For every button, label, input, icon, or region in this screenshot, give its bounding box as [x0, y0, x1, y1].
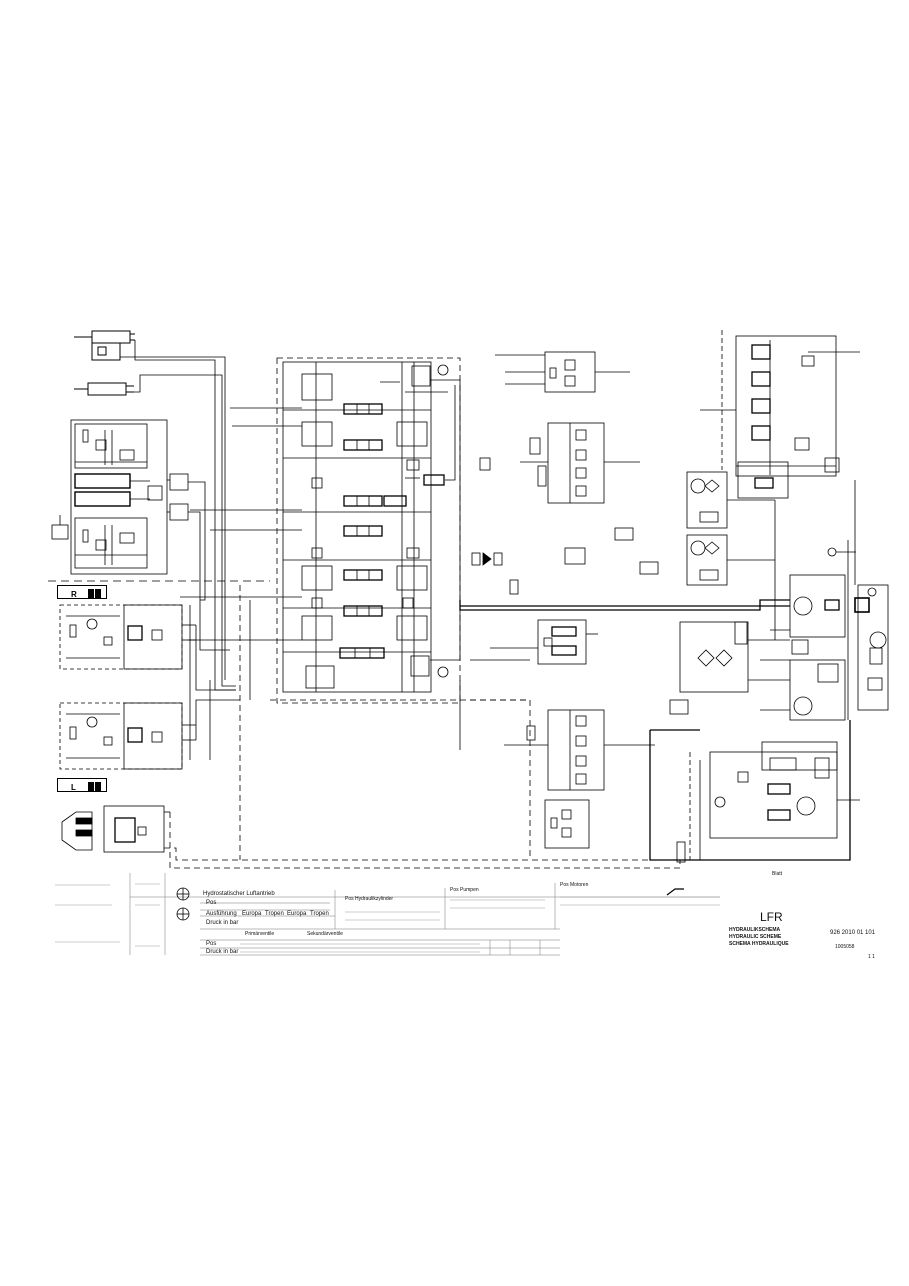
variant-4: Tropen	[310, 911, 329, 917]
cylinder-label: Pos Hydraulikzylinder	[345, 896, 394, 902]
table-druck-label: Druck in bar	[206, 949, 239, 955]
company-name: LFR	[760, 910, 783, 924]
right-unit-marker	[95, 589, 101, 598]
central-valve-spools	[354, 404, 371, 658]
middle-motor-valve-group	[479, 422, 640, 504]
left-unit-label: L	[71, 783, 76, 792]
upper-hydraulic-cylinders	[74, 330, 135, 396]
drive-title: Hydrostatischer Luftantrieb	[203, 891, 275, 897]
right-filter-units	[686, 471, 776, 640]
isolated-components	[471, 527, 659, 595]
right-unit-marker	[88, 589, 94, 598]
right-unit-tag: R	[57, 585, 107, 599]
secondary-valves-label: Sekundärventile	[307, 931, 343, 937]
sheet-count: 1 1	[868, 954, 875, 960]
scale-note: Blatt	[772, 871, 783, 877]
pumps-label: Pos Pumpen	[450, 887, 479, 893]
filter-valve-group	[490, 619, 598, 665]
sheet-reference: 1005058	[835, 944, 855, 950]
variant-1: Europa	[242, 911, 262, 917]
doc-title-de: HYDRAULIKSCHEMA	[729, 927, 781, 933]
main-pressure-lines	[459, 599, 851, 861]
left-drive-unit	[59, 702, 196, 770]
left-valve-manifold	[51, 419, 230, 651]
lower-right-pump-unit	[676, 741, 860, 863]
drawing-number: 926 2010 01 101	[830, 930, 876, 936]
central-feed-lines	[180, 381, 420, 641]
doc-title-fr: SCHEMA HYDRAULIQUE	[729, 941, 789, 947]
left-interconnect-lines	[189, 585, 251, 860]
primary-valves-label: Primärventile	[245, 931, 275, 937]
top-right-valve-bank	[700, 330, 860, 499]
doc-title-en: HYDRAULIC SCHEME	[729, 934, 782, 940]
cylinder-feed-lines	[120, 340, 236, 691]
top-middle-valve-group	[495, 351, 630, 393]
druck-label: Druck in bar	[206, 920, 239, 926]
variant-3: Europa	[287, 911, 307, 917]
left-unit-marker	[95, 782, 101, 791]
right-drive-unit	[59, 604, 196, 670]
central-valve-block	[276, 357, 461, 704]
title-block-symbols	[176, 887, 684, 921]
pos-label: Pos	[206, 900, 217, 906]
main-filter-block	[669, 621, 790, 715]
ausfuehrung-label: Ausführung	[206, 911, 237, 917]
return-lines	[270, 659, 531, 860]
left-unit-marker	[88, 782, 94, 791]
title-block-faint-lines	[55, 883, 720, 953]
right-unit-label: R	[71, 590, 77, 599]
left-unit-tag: L	[57, 778, 107, 792]
pump-and-tank-assembly	[760, 480, 889, 721]
lower-motor-valve-group	[504, 709, 655, 791]
servo-actuator	[61, 805, 681, 869]
central-directional-valves	[339, 403, 445, 659]
variant-2: Tropen	[265, 911, 284, 917]
bottom-middle-valve-group	[544, 799, 590, 849]
table-pos-label: Pos	[206, 941, 217, 947]
motors-label: Pos Motoren	[560, 882, 589, 888]
